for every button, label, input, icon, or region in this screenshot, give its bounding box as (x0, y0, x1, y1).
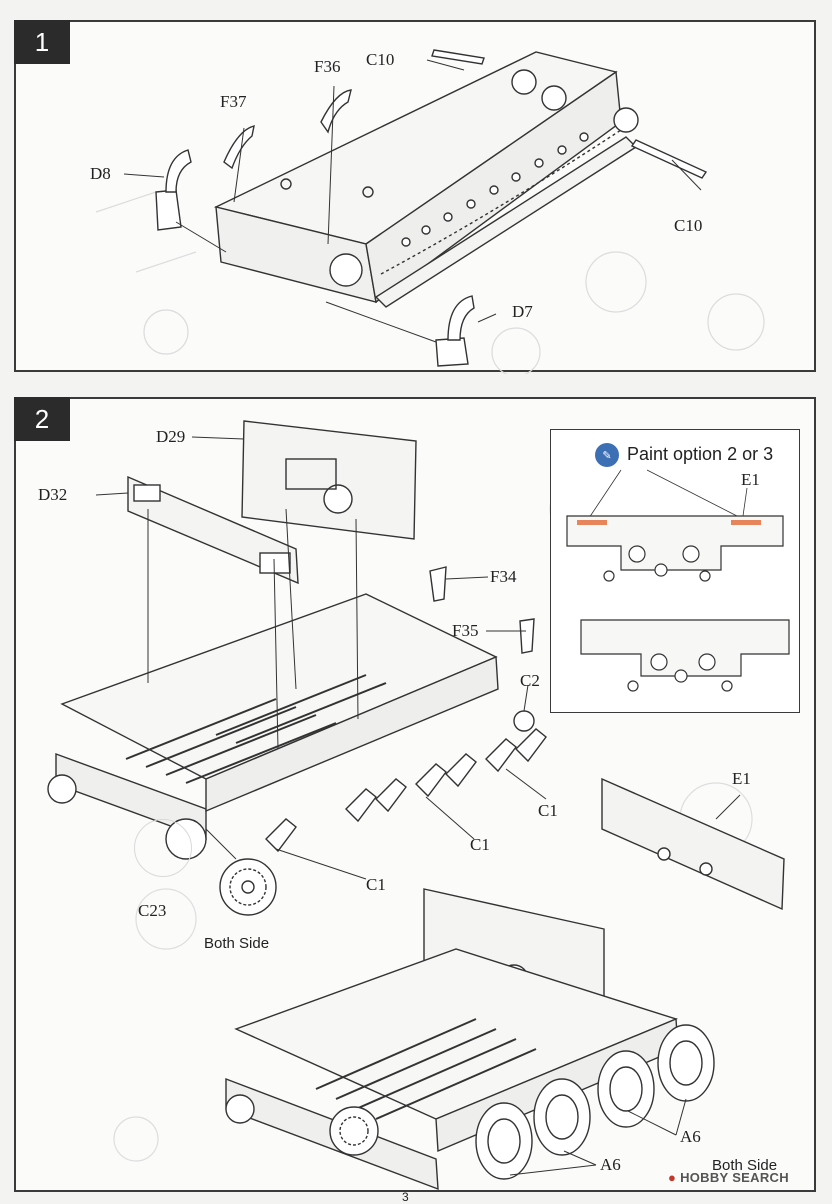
step-1-panel: 1 (14, 20, 816, 374)
label-c2: C2 (520, 671, 540, 690)
label-f35: F35 (452, 621, 479, 640)
paint-option-title: Paint option 2 or 3 (627, 444, 774, 464)
label-f34: F34 (490, 567, 517, 586)
label-d29: D29 (156, 427, 186, 446)
paint-mark-right (731, 520, 761, 525)
label-d32: D32 (38, 485, 68, 504)
label-c1-a: C1 (538, 801, 558, 820)
page-number: 3 (402, 1190, 409, 1204)
label-c1-b: C1 (470, 835, 490, 854)
inset-label-e1: E1 (741, 470, 760, 489)
label-c23: C23 (138, 901, 167, 920)
hobby-search-watermark: ● HOBBY SEARCH (668, 1170, 789, 1185)
label-f37: F37 (220, 92, 247, 111)
label-c10-top: C10 (366, 50, 395, 69)
step-1-number: 1 (14, 20, 70, 64)
label-a6-b: A6 (600, 1155, 621, 1174)
watermark-text: HOBBY SEARCH (680, 1170, 789, 1185)
label-c1-c: C1 (366, 875, 386, 894)
ghost-wheel-outline (134, 819, 192, 877)
label-both-side-left: Both Side (204, 935, 270, 952)
label-d8: D8 (90, 164, 111, 183)
label-d7: D7 (512, 302, 533, 321)
label-c10-right: C10 (674, 216, 703, 235)
paint-brush-icon: ✎ (595, 443, 619, 467)
label-e1-main: E1 (732, 769, 751, 788)
step-2-chassis-drawing (47, 420, 785, 1191)
label-a6-a: A6 (680, 1127, 701, 1146)
inset-rear-plate-drawing (566, 469, 790, 692)
step-2-panel: 2 (14, 397, 816, 1192)
step-2-number: 2 (14, 397, 70, 441)
label-both-side-right: Both Side (712, 1157, 778, 1174)
paint-mark-left (577, 520, 607, 525)
step-1-hull-drawing (95, 49, 765, 374)
hobby-search-logo-icon: ● (668, 1170, 681, 1185)
paint-option-inset: ✎ Paint option 2 or 3 E1 (550, 429, 800, 713)
label-f36: F36 (314, 57, 341, 76)
